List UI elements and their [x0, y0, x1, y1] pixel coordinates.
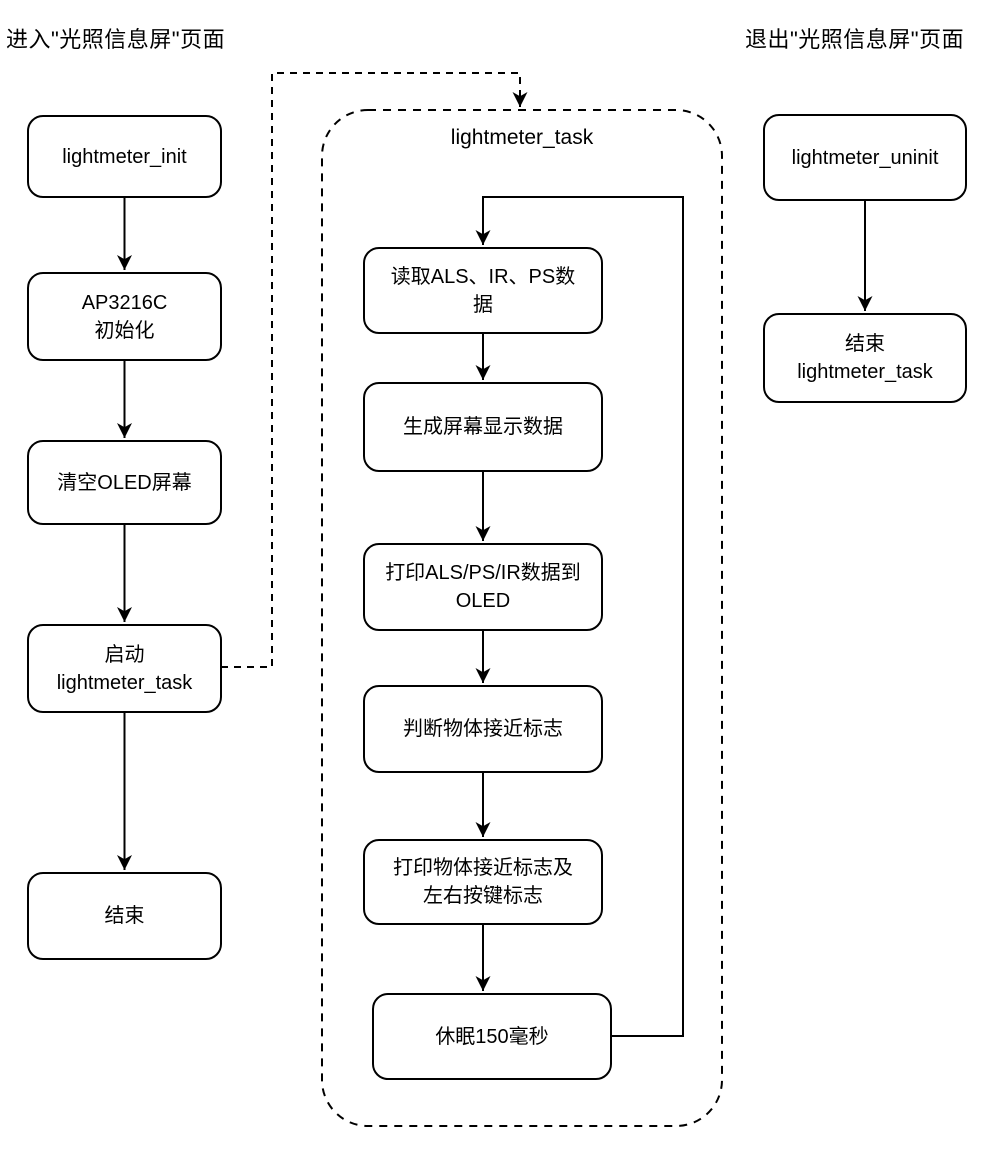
exit-page-title: 退出"光照信息屏"页面 — [745, 27, 965, 52]
node-end: 结束 — [27, 872, 222, 960]
node-lightmeter-uninit: lightmeter_uninit — [763, 114, 967, 201]
node-read-als-ir-ps: 读取ALS、IR、PS数 据 — [363, 247, 603, 334]
node-judge-proximity-flag: 判断物体接近标志 — [363, 685, 603, 773]
node-generate-display-data: 生成屏幕显示数据 — [363, 382, 603, 472]
loop-back-connector — [475, 196, 684, 1037]
node-clear-oled: 清空OLED屏幕 — [27, 440, 222, 525]
node-ap3216c-init: AP3216C 初始化 — [27, 272, 222, 361]
node-print-data-to-oled: 打印ALS/PS/IR数据到 OLED — [363, 543, 603, 631]
node-sleep-150ms: 休眠150毫秒 — [372, 993, 612, 1080]
task-container-border — [321, 109, 723, 1127]
node-print-proximity-key-flags: 打印物体接近标志及 左右按键标志 — [363, 839, 603, 925]
node-start-lightmeter-task: 启动 lightmeter_task — [27, 624, 222, 713]
node-lightmeter-init: lightmeter_init — [27, 115, 222, 198]
task-container-label: lightmeter_task — [450, 126, 594, 149]
enter-page-title: 进入"光照信息屏"页面 — [6, 27, 226, 52]
node-end-lightmeter-task: 结束 lightmeter_task — [763, 313, 967, 403]
